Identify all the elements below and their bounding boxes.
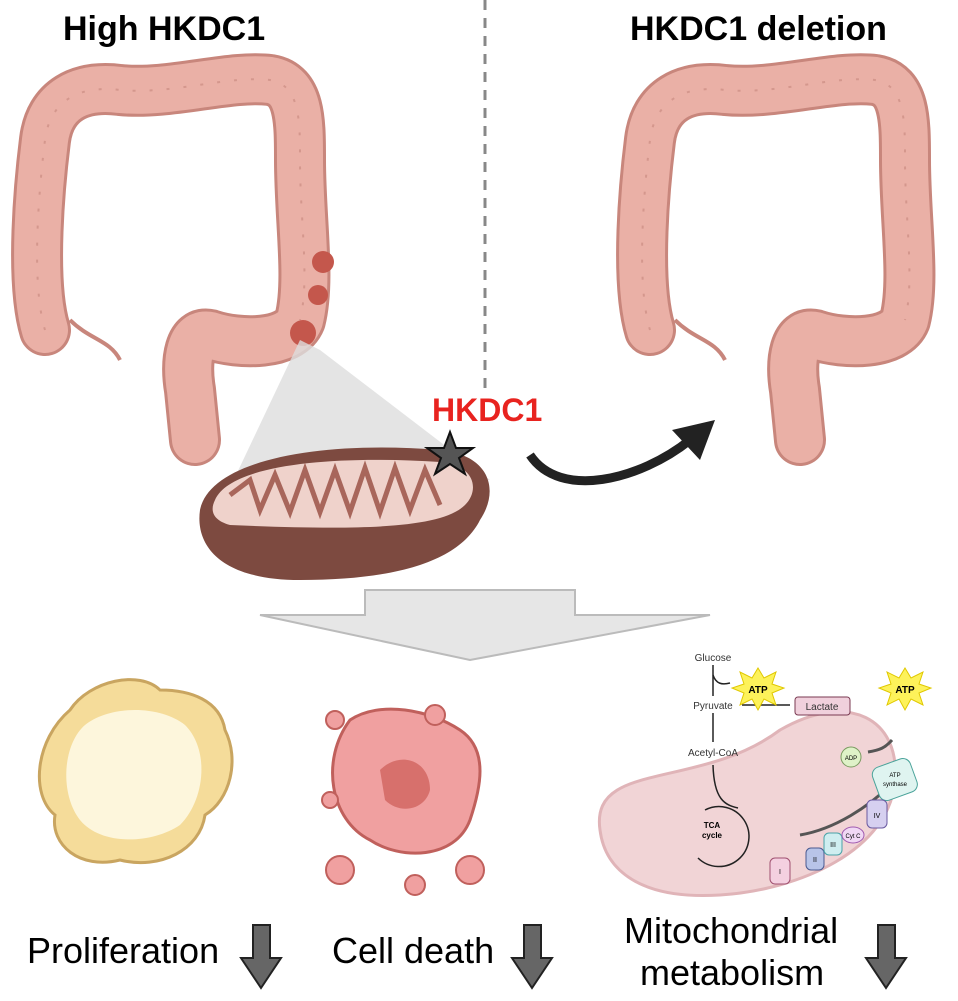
complex-iii <box>823 832 843 856</box>
cell-death-label: Cell death <box>332 930 495 971</box>
atp-label-2: ATP <box>895 685 915 696</box>
mitochondrial-label: Mitochondrial <box>624 910 839 951</box>
adp-label: ADP <box>845 756 857 762</box>
colon-hkdc1-deletion <box>642 79 909 440</box>
down-arrow-large <box>259 589 711 662</box>
lactate-label: Lactate <box>806 702 839 713</box>
acetyl-coa-label: Acetyl-CoA <box>688 748 738 759</box>
complex-label: Cyt C <box>846 834 862 840</box>
complex-ii <box>805 847 825 871</box>
down-arrow-icon <box>510 924 554 990</box>
glucose-label: Glucose <box>695 653 732 664</box>
curved-arrow-head <box>672 420 715 460</box>
title-high-hkdc1: High HKDC1 <box>63 10 266 48</box>
colon-high-hkdc1 <box>37 79 304 440</box>
curved-arrow <box>526 436 693 486</box>
metabolism-label: metabolism <box>640 952 825 993</box>
tca-label-1: TCA <box>704 821 721 830</box>
complex-iv <box>866 799 888 829</box>
atp-synthase <box>871 757 918 802</box>
hkdc1-label: HKDC1 <box>432 392 543 428</box>
complex-label: I <box>779 869 781 876</box>
atp-synthase-label-1: ATP <box>889 773 900 779</box>
hkdc1-star-icon <box>423 429 477 477</box>
adp-circle <box>840 746 862 768</box>
proliferation-label: Proliferation <box>27 930 220 971</box>
tca-label-2: cycle <box>702 831 723 840</box>
cyt-c <box>841 826 865 844</box>
mitochondrion <box>199 447 490 580</box>
complex-label: III <box>830 842 836 849</box>
atp-burst-icon-2 <box>877 667 933 712</box>
complex-label: IV <box>874 813 881 820</box>
spheroid-image <box>37 678 234 865</box>
down-arrow-icon <box>239 924 283 990</box>
complex-label: II <box>813 857 817 864</box>
title-hkdc1-deletion: HKDC1 deletion <box>630 10 887 48</box>
atp-label: ATP <box>748 685 768 696</box>
down-arrow-icon <box>864 924 908 990</box>
metabolism-mitochondrion <box>597 710 897 898</box>
atp-burst-icon <box>730 667 786 712</box>
pyruvate-label: Pyruvate <box>693 701 733 712</box>
down-arrow-icons <box>239 924 908 990</box>
complex-i <box>769 857 791 885</box>
cell-death-image <box>321 704 485 896</box>
lactate-box <box>794 696 851 716</box>
tumors <box>290 251 334 346</box>
atp-synthase-label-2: synthase <box>883 782 908 788</box>
